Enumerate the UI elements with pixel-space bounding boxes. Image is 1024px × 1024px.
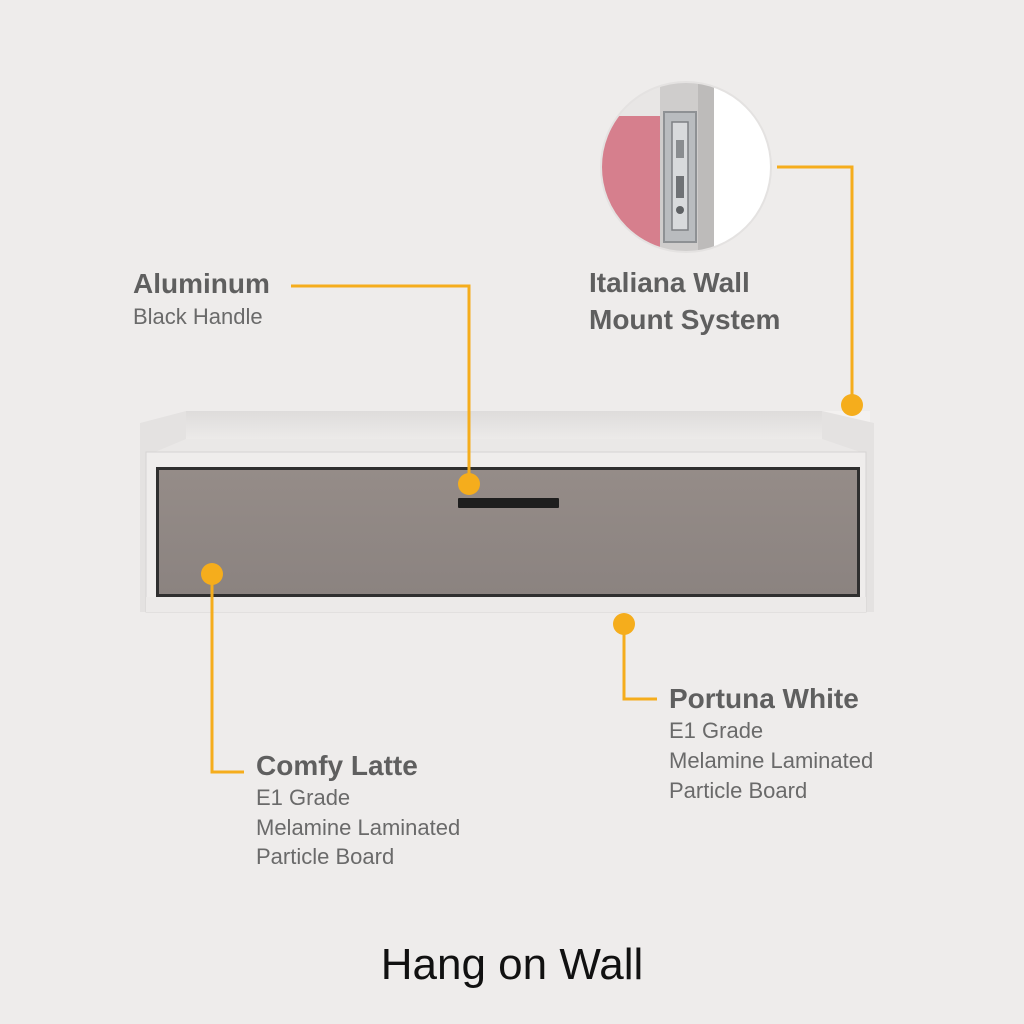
- italiana-title-line2: Mount System: [589, 304, 781, 335]
- comfy-leader: [210, 574, 244, 774]
- comfy-line1: E1 Grade: [256, 785, 351, 810]
- italiana-leader: [777, 165, 854, 405]
- portuna-marker-icon: [613, 613, 635, 635]
- top-tray: [186, 411, 822, 439]
- comfy-title: Comfy Latte: [256, 750, 418, 781]
- footer-caption: Hang on Wall: [380, 940, 644, 989]
- comfy-line2: Melamine Laminated: [256, 815, 461, 840]
- inset-border: [600, 81, 772, 253]
- portuna-line2: Melamine Laminated: [669, 748, 874, 773]
- portuna-line3: Particle Board: [669, 778, 808, 803]
- aluminum-leader: [291, 284, 471, 482]
- portuna-title: Portuna White: [669, 683, 859, 714]
- comfy-line3: Particle Board: [256, 844, 395, 869]
- comfy-marker-icon: [201, 563, 223, 585]
- leader-lines: [210, 165, 854, 774]
- portuna-leader: [622, 624, 657, 701]
- callout-markers: [201, 394, 863, 635]
- drawer-handle: [458, 498, 559, 508]
- aluminum-title: Aluminum: [133, 268, 270, 299]
- cabinet: [140, 411, 874, 613]
- wall-mount-inset: [601, 82, 771, 252]
- italiana-title-line1: Italiana Wall: [589, 267, 750, 298]
- aluminum-marker-icon: [458, 473, 480, 495]
- aluminum-subtitle: Black Handle: [133, 304, 263, 329]
- italiana-marker-icon: [841, 394, 863, 416]
- portuna-line1: E1 Grade: [669, 718, 764, 743]
- drawer-front: [159, 470, 857, 594]
